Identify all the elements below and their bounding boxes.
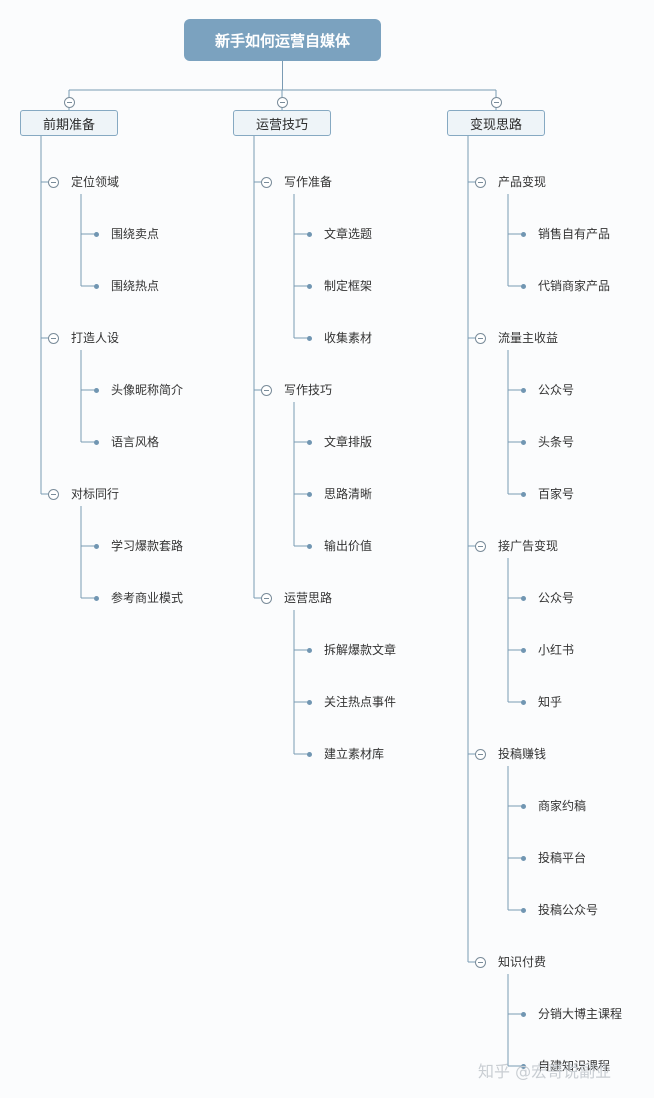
leaf-item[interactable]: 销售自有产品 [538, 227, 611, 241]
bullet-dot-icon [521, 231, 526, 237]
bullet-dot-icon [521, 699, 526, 705]
bullet-dot-icon [94, 387, 99, 393]
leaf-item[interactable]: 公众号 [538, 591, 575, 605]
bullet-dot-icon [521, 855, 526, 861]
collapse-toggle-icon[interactable] [490, 97, 502, 108]
leaf-item[interactable]: 语言风格 [111, 435, 160, 449]
collapse-toggle-icon[interactable] [63, 97, 75, 108]
bullet-dot-icon [521, 907, 526, 913]
leaf-item[interactable]: 百家号 [538, 487, 575, 501]
leaf-item[interactable]: 学习爆款套路 [111, 539, 184, 553]
leaf-item[interactable]: 知乎 [538, 695, 563, 709]
collapse-toggle-icon[interactable] [276, 97, 288, 108]
collapse-toggle-icon[interactable] [261, 176, 272, 188]
leaf-item[interactable]: 投稿平台 [538, 851, 587, 865]
subtopic-1-1[interactable]: 写作技巧 [284, 383, 333, 397]
leaf-item[interactable]: 分销大博主课程 [538, 1007, 623, 1021]
leaf-item[interactable]: 小红书 [538, 643, 575, 657]
bullet-dot-icon [94, 231, 99, 237]
subtopic-2-3[interactable]: 投稿赚钱 [498, 747, 547, 761]
bullet-dot-icon [521, 491, 526, 497]
branch-node-2[interactable]: 变现思路 [447, 110, 545, 136]
bullet-dot-icon [307, 439, 312, 445]
subtopic-0-2[interactable]: 对标同行 [71, 487, 120, 501]
leaf-item[interactable]: 制定框架 [324, 279, 373, 293]
subtopic-0-0[interactable]: 定位领域 [71, 175, 120, 189]
leaf-item[interactable]: 自建知识课程 [538, 1059, 611, 1073]
bullet-dot-icon [521, 595, 526, 601]
subtopic-1-0[interactable]: 写作准备 [284, 175, 333, 189]
collapse-toggle-icon[interactable] [261, 592, 272, 604]
leaf-item[interactable]: 输出价值 [324, 539, 373, 553]
bullet-dot-icon [521, 647, 526, 653]
bullet-dot-icon [307, 283, 312, 289]
bullet-dot-icon [307, 751, 312, 757]
bullet-dot-icon [521, 803, 526, 809]
leaf-item[interactable]: 建立素材库 [324, 747, 385, 761]
leaf-item[interactable]: 围绕卖点 [111, 227, 160, 241]
subtopic-1-2[interactable]: 运营思路 [284, 591, 333, 605]
collapse-toggle-icon[interactable] [48, 176, 59, 188]
collapse-toggle-icon[interactable] [475, 332, 486, 344]
bullet-dot-icon [521, 1063, 526, 1069]
collapse-toggle-icon[interactable] [48, 488, 59, 500]
subtopic-2-0[interactable]: 产品变现 [498, 175, 547, 189]
collapse-toggle-icon[interactable] [48, 332, 59, 344]
collapse-toggle-icon[interactable] [261, 384, 272, 396]
subtopic-0-1[interactable]: 打造人设 [71, 331, 120, 345]
bullet-dot-icon [521, 283, 526, 289]
subtopic-2-4[interactable]: 知识付费 [498, 955, 547, 969]
leaf-item[interactable]: 头条号 [538, 435, 575, 449]
bullet-dot-icon [307, 335, 312, 341]
leaf-item[interactable]: 参考商业模式 [111, 591, 184, 605]
collapse-toggle-icon[interactable] [475, 956, 486, 968]
bullet-dot-icon [94, 439, 99, 445]
root-node[interactable]: 新手如何运营自媒体 [184, 19, 381, 61]
leaf-item[interactable]: 公众号 [538, 383, 575, 397]
subtopic-2-1[interactable]: 流量主收益 [498, 331, 559, 345]
leaf-item[interactable]: 思路清晰 [324, 487, 373, 501]
branch-node-0[interactable]: 前期准备 [20, 110, 118, 136]
branch-node-1[interactable]: 运营技巧 [233, 110, 331, 136]
leaf-item[interactable]: 收集素材 [324, 331, 373, 345]
leaf-item[interactable]: 关注热点事件 [324, 695, 397, 709]
bullet-dot-icon [94, 595, 99, 601]
collapse-toggle-icon[interactable] [475, 176, 486, 188]
bullet-dot-icon [521, 1011, 526, 1017]
leaf-item[interactable]: 代销商家产品 [538, 279, 611, 293]
leaf-item[interactable]: 文章排版 [324, 435, 373, 449]
leaf-item[interactable]: 文章选题 [324, 227, 373, 241]
collapse-toggle-icon[interactable] [475, 748, 486, 760]
bullet-dot-icon [521, 439, 526, 445]
leaf-item[interactable]: 商家约稿 [538, 799, 587, 813]
subtopic-2-2[interactable]: 接广告变现 [498, 539, 559, 553]
leaf-item[interactable]: 拆解爆款文章 [324, 643, 397, 657]
bullet-dot-icon [307, 699, 312, 705]
leaf-item[interactable]: 投稿公众号 [538, 903, 599, 917]
bullet-dot-icon [307, 231, 312, 237]
leaf-item[interactable]: 头像昵称简介 [111, 383, 184, 397]
bullet-dot-icon [94, 543, 99, 549]
bullet-dot-icon [307, 491, 312, 497]
bullet-dot-icon [521, 387, 526, 393]
collapse-toggle-icon[interactable] [475, 540, 486, 552]
bullet-dot-icon [94, 283, 99, 289]
leaf-item[interactable]: 围绕热点 [111, 279, 160, 293]
bullet-dot-icon [307, 647, 312, 653]
bullet-dot-icon [307, 543, 312, 549]
watermark: 知乎 @宏哥说副业 [478, 1062, 612, 1081]
